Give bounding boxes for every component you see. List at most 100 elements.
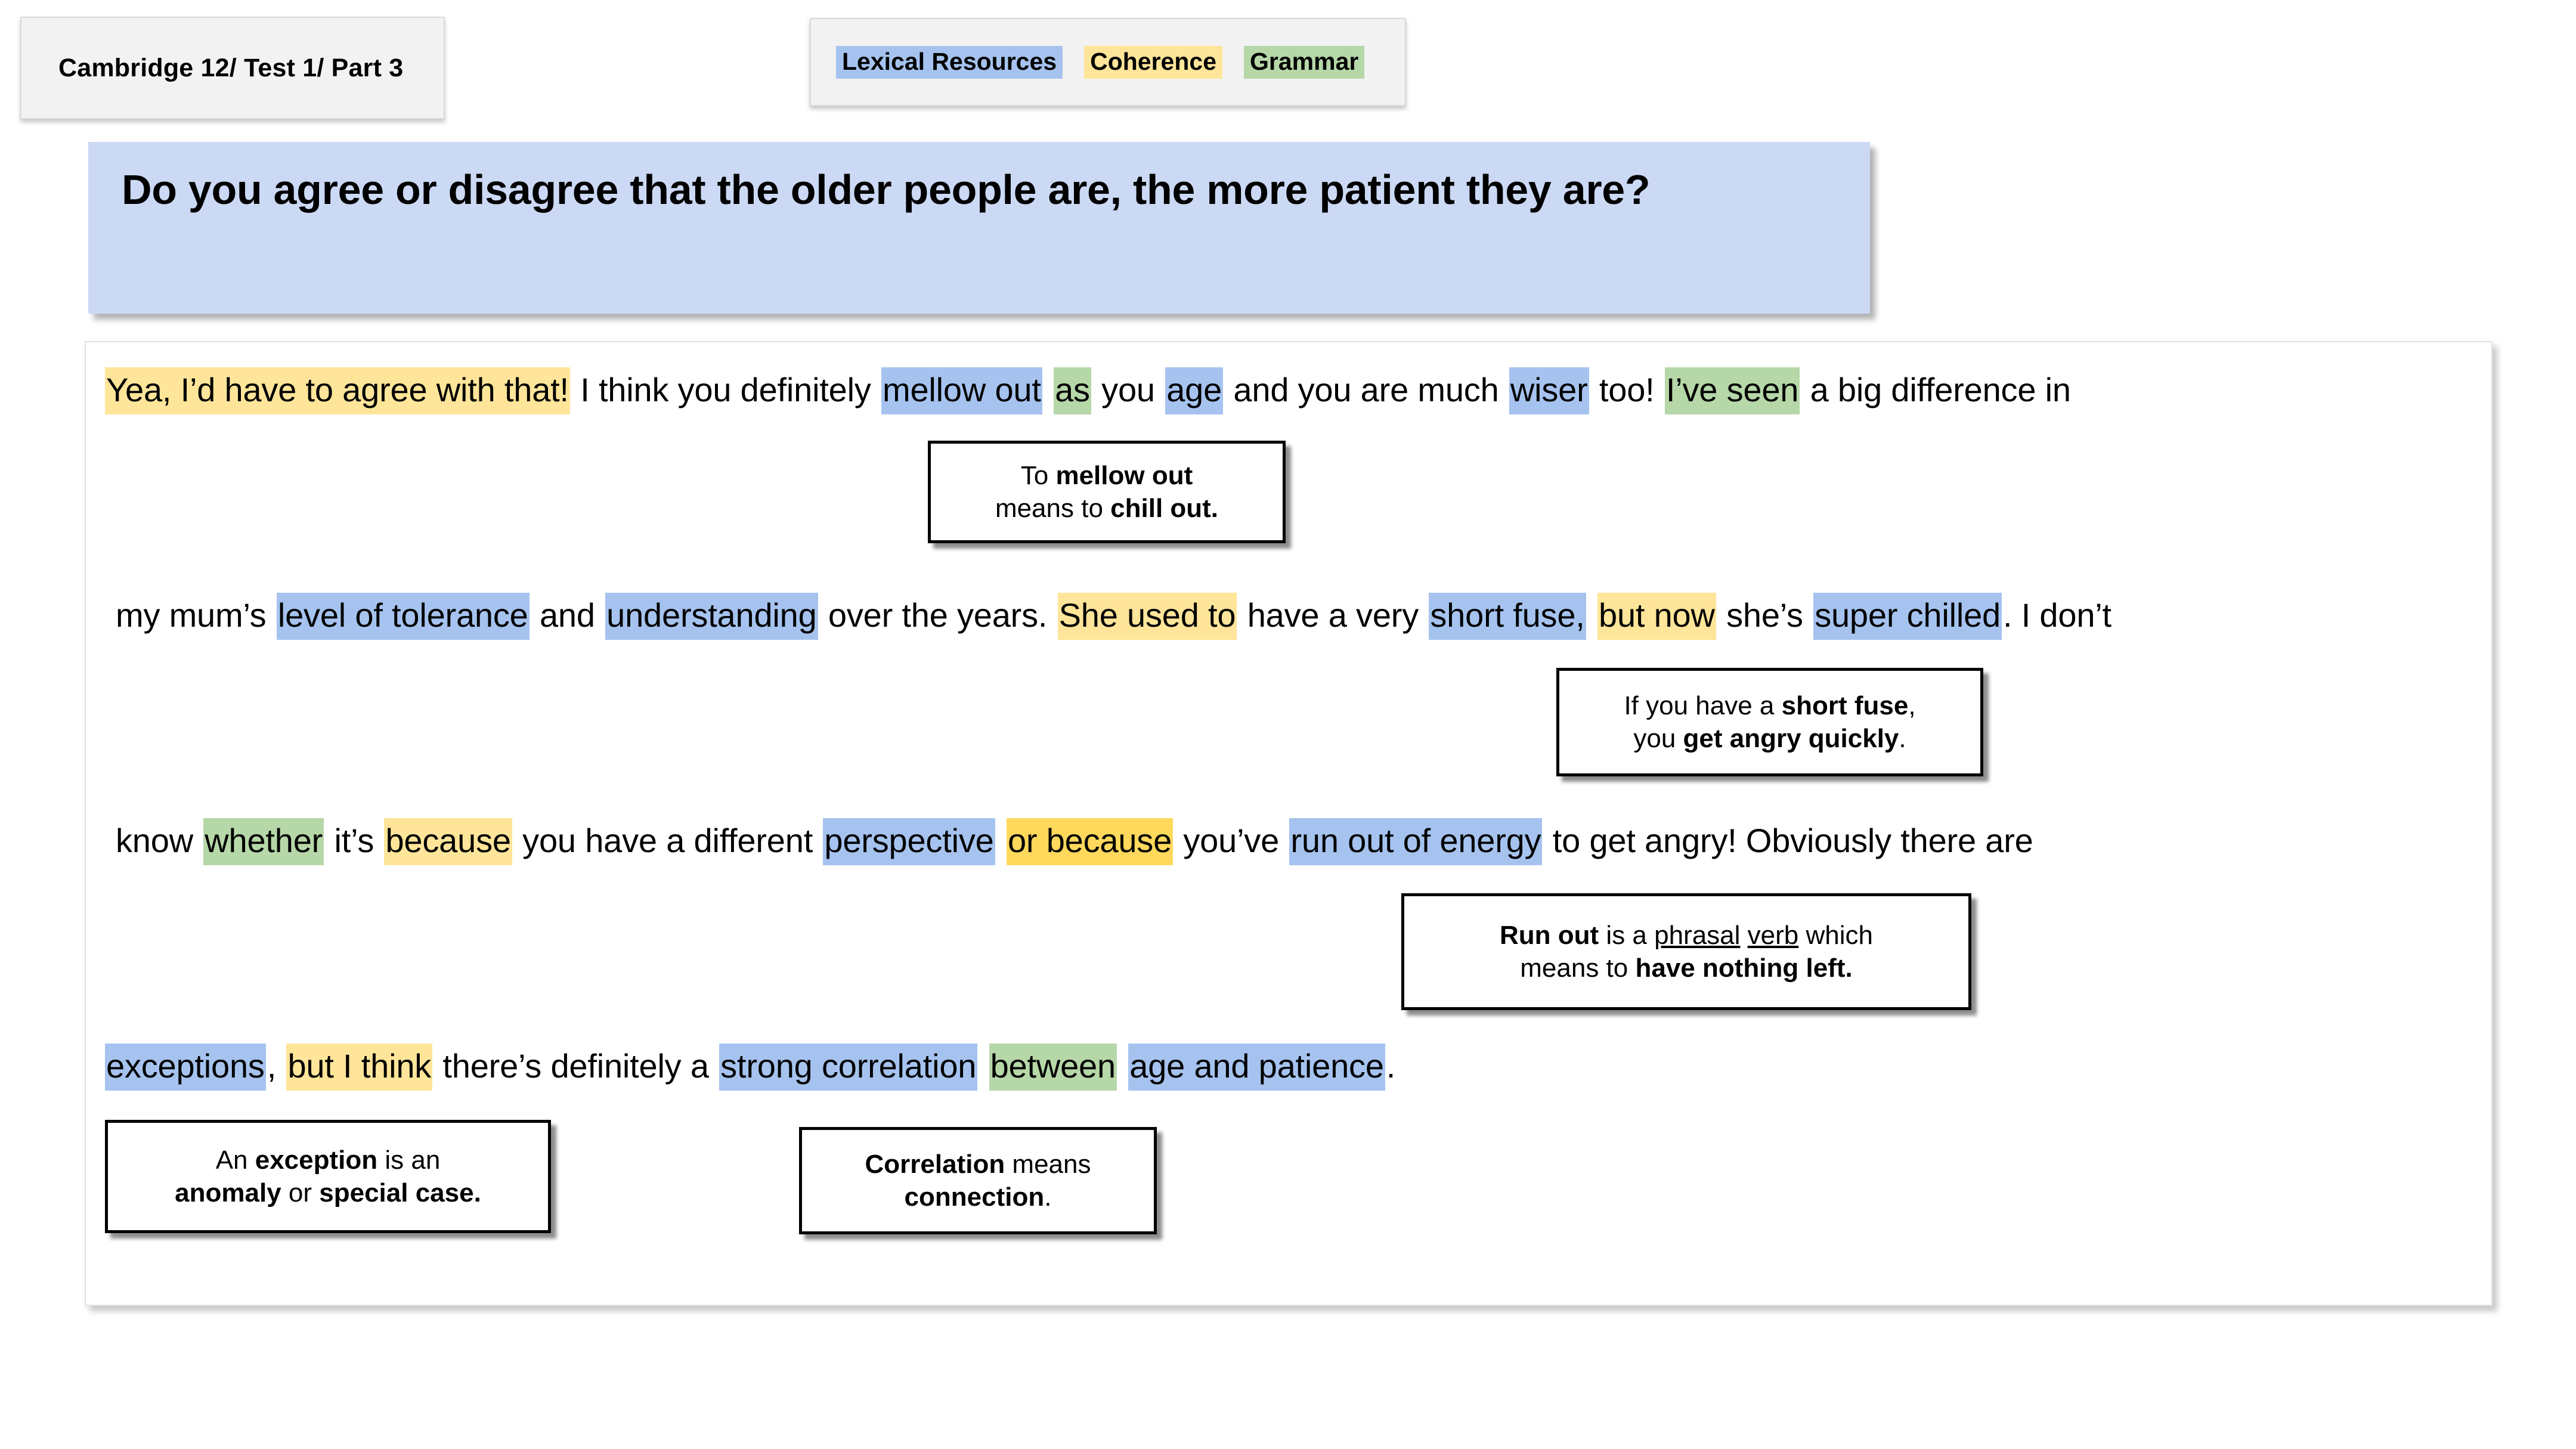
note-short-fuse: If you have a short fuse,you get angry q…	[1556, 668, 1983, 776]
note-line: To mellow out	[1021, 459, 1193, 492]
highlight-green: as	[1054, 367, 1091, 414]
transcript-text: to get angry! Obviously there are	[1543, 822, 2033, 859]
transcript-line: my mum’s level of tolerance and understa…	[114, 593, 2113, 640]
transcript-text: too!	[1590, 371, 1664, 408]
transcript-text	[1042, 367, 1054, 414]
note-text: you	[1633, 724, 1683, 753]
highlight-green: I’ve seen	[1664, 367, 1800, 414]
transcript-text: . I don’t	[2003, 596, 2111, 634]
legend-box: Lexical Resources Coherence Grammar	[810, 18, 1406, 106]
note-line: Correlation means	[865, 1148, 1091, 1181]
transcript-text: have a very	[1238, 596, 1428, 634]
transcript-text: ,	[267, 1047, 286, 1085]
transcript-text	[977, 1044, 989, 1091]
highlight-blue: level of tolerance	[276, 593, 530, 640]
transcript-text: and you are much	[1224, 371, 1508, 408]
test-reference-box: Cambridge 12/ Test 1/ Part 3	[20, 17, 445, 119]
transcript-text: you have a different	[513, 822, 822, 859]
note-text: which	[1798, 921, 1873, 950]
note-text: means to	[995, 494, 1111, 523]
question-text: Do you agree or disagree that the older …	[122, 166, 1651, 213]
legend-item-coherence: Coherence	[1084, 45, 1223, 79]
transcript-text: it’s	[325, 822, 383, 859]
test-reference-label: Cambridge 12/ Test 1/ Part 3	[58, 53, 404, 82]
question-banner: Do you agree or disagree that the older …	[88, 142, 1870, 314]
note-line: If you have a short fuse,	[1624, 689, 1915, 722]
note-line: you get angry quickly.	[1633, 722, 1906, 755]
transcript-text: there’s definitely a	[434, 1047, 719, 1085]
note-text: anomaly	[175, 1178, 281, 1208]
highlight-yellow: She used to	[1057, 593, 1237, 640]
highlight-yellow: but now	[1597, 593, 1716, 640]
note-text: Correlation	[865, 1150, 1005, 1179]
highlight-blue: short fuse,	[1429, 593, 1586, 640]
note-text: means	[1005, 1150, 1091, 1179]
highlight-yellow: but I think	[286, 1044, 433, 1091]
highlight-blue: mellow out	[881, 367, 1042, 414]
transcript-text: I think you definitely	[571, 371, 881, 408]
note-text: special case.	[319, 1178, 481, 1208]
note-line: anomaly or special case.	[175, 1176, 481, 1209]
highlight-blue: age and patience	[1128, 1044, 1385, 1091]
note-text: or	[281, 1178, 320, 1208]
note-text: is an	[377, 1145, 441, 1175]
note-text: exception	[255, 1145, 378, 1175]
highlight-green: whether	[203, 818, 324, 865]
highlight-blue: wiser	[1509, 367, 1589, 414]
note-line: means to chill out.	[995, 492, 1218, 525]
note-text: .	[1044, 1182, 1052, 1212]
transcript-text	[1586, 593, 1597, 640]
note-text: An	[215, 1145, 255, 1175]
note-line: connection.	[905, 1181, 1052, 1213]
transcript-line: Yea, I’d have to agree with that! I thin…	[105, 367, 2072, 414]
note-text: means to	[1520, 953, 1636, 983]
note-text: .	[1899, 724, 1906, 753]
note-text: mellow out	[1055, 461, 1193, 490]
note-text	[1740, 921, 1747, 950]
highlight-yellow-deep: or because	[1006, 818, 1174, 865]
note-text: If you have a	[1624, 691, 1782, 720]
note-text: is a	[1599, 921, 1655, 950]
transcript-text: .	[1386, 1047, 1396, 1085]
legend-item-lexical-resources: Lexical Resources	[836, 45, 1063, 79]
note-text: Run out	[1500, 921, 1599, 950]
transcript-line: know whether it’s because you have a dif…	[114, 818, 2035, 865]
highlight-blue: exceptions	[105, 1044, 266, 1091]
note-line: means to have nothing left.	[1520, 952, 1852, 984]
transcript-text: she’s	[1717, 596, 1813, 634]
highlight-yellow: because	[384, 818, 512, 865]
highlight-blue: age	[1165, 367, 1224, 414]
transcript-text: you	[1092, 371, 1165, 408]
highlight-blue: strong correlation	[719, 1044, 978, 1091]
transcript-text: and	[530, 596, 605, 634]
transcript-text: over the years.	[819, 596, 1057, 634]
transcript-text: my mum’s	[116, 596, 275, 634]
note-line: An exception is an	[216, 1144, 441, 1176]
transcript-text: a big difference in	[1801, 371, 2071, 408]
highlight-green: between	[989, 1044, 1117, 1091]
note-text: chill out.	[1110, 494, 1219, 523]
note-text: short fuse	[1781, 691, 1909, 720]
note-text: get angry quickly	[1683, 724, 1899, 753]
transcript-text: you’ve	[1174, 822, 1289, 859]
note-text: have nothing left.	[1635, 953, 1853, 983]
note-text: connection	[904, 1182, 1045, 1212]
highlight-blue: perspective	[823, 818, 995, 865]
note-text: To	[1020, 461, 1056, 490]
highlight-blue: super chilled	[1813, 593, 2002, 640]
note-text: phrasal	[1654, 921, 1741, 950]
transcript-line: exceptions, but I think there’s definite…	[105, 1044, 1397, 1091]
transcript-text: know	[116, 822, 203, 859]
highlight-blue: run out of energy	[1289, 818, 1543, 865]
note-line: Run out is a phrasal verb which	[1500, 919, 1873, 952]
highlight-blue: understanding	[605, 593, 818, 640]
note-text: ,	[1908, 691, 1916, 720]
note-text: verb	[1747, 921, 1799, 950]
legend-item-grammar: Grammar	[1244, 45, 1365, 79]
transcript-text	[1117, 1044, 1128, 1091]
transcript-text	[995, 818, 1007, 865]
